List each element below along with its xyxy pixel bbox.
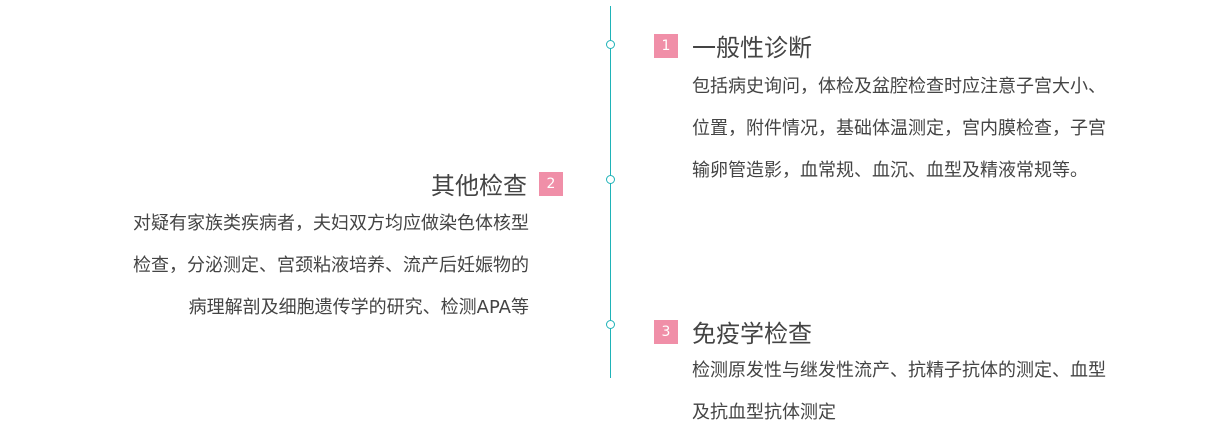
section-3-number-badge: 3 (654, 319, 678, 344)
section-3-line-1: 检测原发性与继发性流产、抗精子抗体的测定、血型 (692, 360, 1106, 381)
section-1-title: 一般性诊断 (692, 34, 812, 62)
section-3-body: 检测原发性与继发性流产、抗精子抗体的测定、血型 及抗血型抗体测定 (692, 350, 1106, 434)
section-1-line-2: 位置，附件情况，基础体温测定，宫内膜检查，子宫 (692, 118, 1106, 139)
section-1-line-1: 包括病史询问，体检及盆腔检查时应注意子宫大小、 (692, 76, 1106, 97)
section-3-title: 免疫学检查 (692, 320, 812, 348)
timeline-node-1 (606, 40, 615, 49)
section-1-heading: 1 一般性诊断 (654, 28, 812, 63)
section-3-heading: 3 免疫学检查 (654, 314, 812, 349)
timeline-node-2 (606, 175, 615, 184)
timeline-node-3 (606, 320, 615, 329)
section-2-title: 其他检查 (431, 172, 527, 200)
section-2-line-2: 检查，分泌测定、宫颈粘液培养、流产后妊娠物的 (133, 255, 529, 276)
section-2-line-3: 病理解剖及细胞遗传学的研究、检测APA等 (188, 297, 529, 318)
section-1-number-badge: 1 (654, 33, 678, 58)
section-2-body: 对疑有家族类疾病者，夫妇双方均应做染色体核型 检查，分泌测定、宫颈粘液培养、流产… (133, 203, 529, 329)
section-2-heading: 其他检查 2 (431, 166, 563, 201)
section-2-line-1: 对疑有家族类疾病者，夫妇双方均应做染色体核型 (133, 213, 529, 234)
section-3-line-2: 及抗血型抗体测定 (692, 402, 836, 423)
timeline-line (610, 6, 611, 378)
section-1-body: 包括病史询问，体检及盆腔检查时应注意子宫大小、 位置，附件情况，基础体温测定，宫… (692, 66, 1106, 192)
section-2-number-badge: 2 (539, 171, 563, 196)
section-1-line-3: 输卵管造影，血常规、血沉、血型及精液常规等。 (692, 160, 1088, 181)
